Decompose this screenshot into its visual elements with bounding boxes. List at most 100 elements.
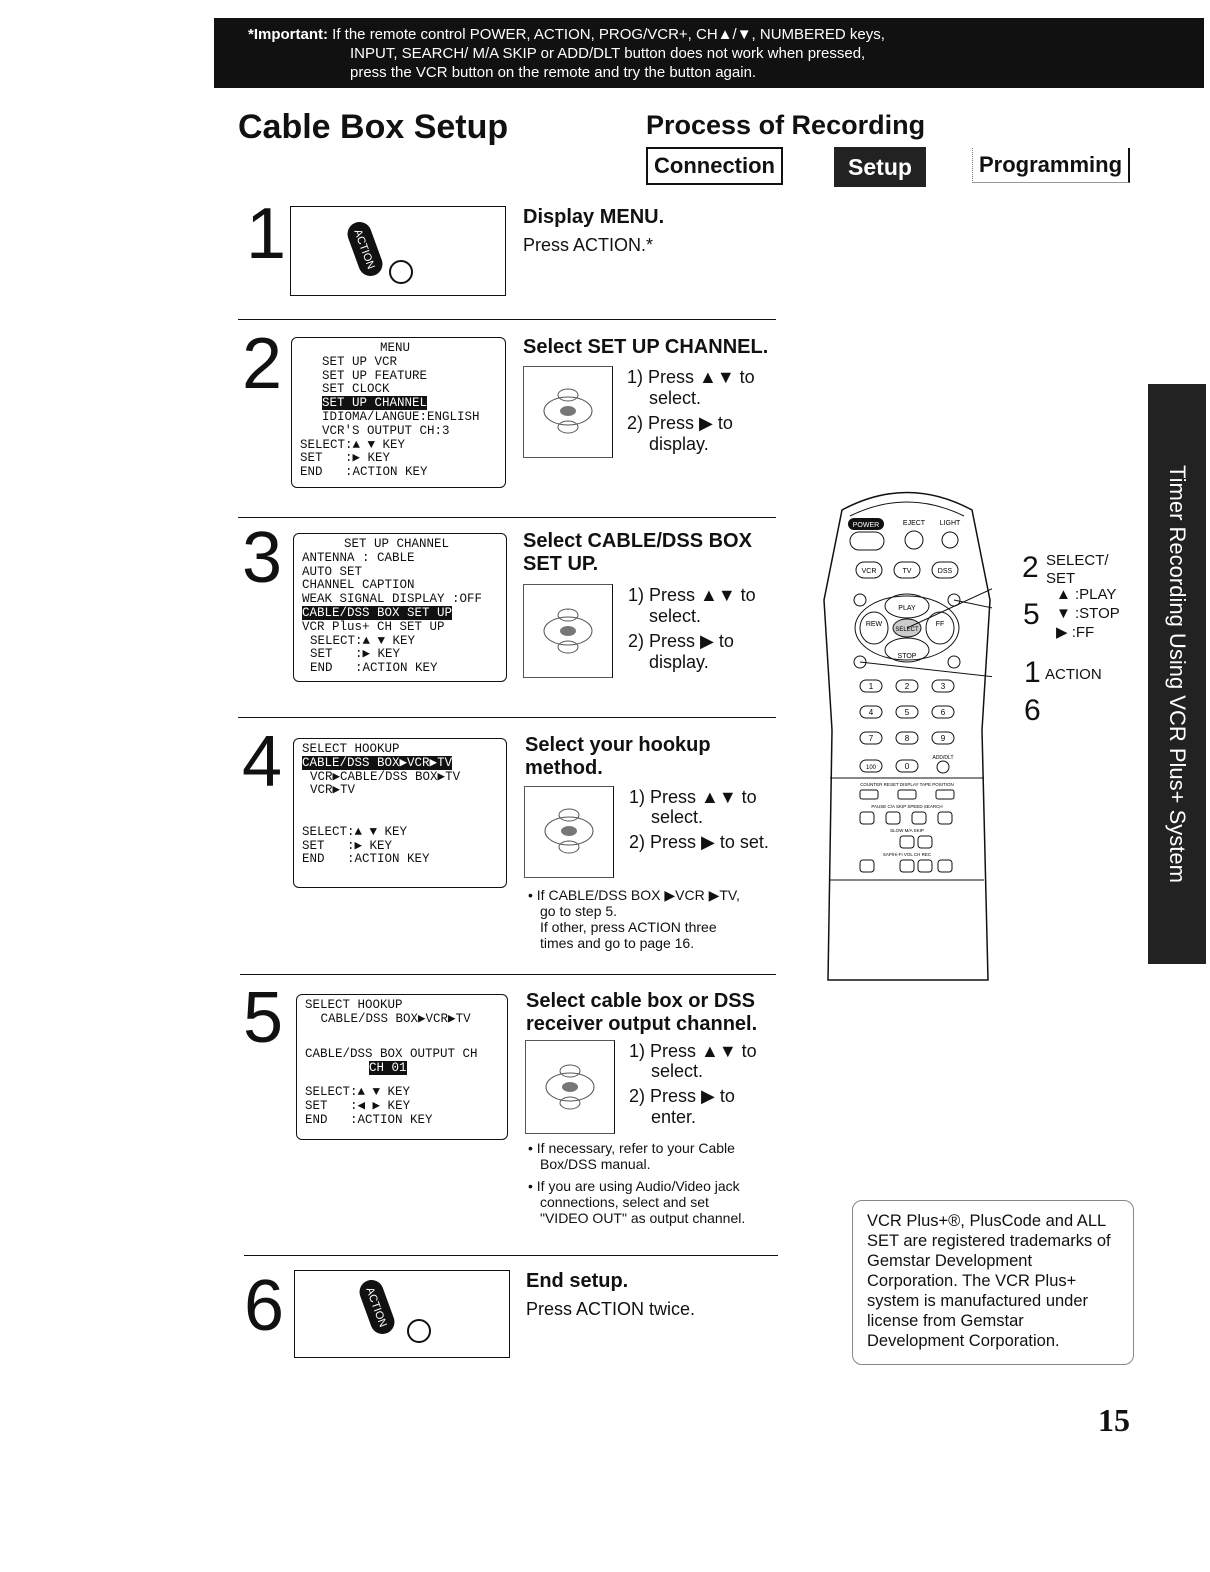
screen-line: SELECT:▲ ▼ KEY [300, 437, 406, 452]
step-2-dpad-icon [523, 366, 613, 458]
callout-1-text: ACTION [1045, 666, 1102, 683]
screen-line: SET CLOCK [322, 382, 390, 397]
step-4-instruction-2: 2) Press ▶ to set. [629, 832, 769, 852]
step-4-instruction-1b: select. [651, 807, 704, 827]
screen-line: SET UP CHANNEL [344, 537, 450, 551]
callout-5-play: ▲ :PLAY [1056, 586, 1117, 603]
remote-label-rew: REW [866, 621, 883, 628]
svg-text:4: 4 [869, 708, 874, 717]
step-2-number: 2 [242, 324, 283, 404]
step-5-number: 5 [243, 978, 284, 1058]
step-4-title-2: method. [525, 757, 603, 779]
banner-label: *Important: [248, 26, 328, 43]
remote-fn-labels-4: SAP/Hi-Fi VOL CH REC [883, 852, 932, 857]
step-5-dpad-icon [525, 1040, 615, 1134]
callout-2-text-2: SET [1046, 570, 1076, 587]
screen-line: SET UP VCR [322, 354, 398, 369]
important-banner: *Important: If the remote control POWER,… [214, 18, 1204, 88]
sidebar-label: Timer Recording Using VCR Plus+ System [1165, 465, 1190, 883]
callout-2-text: SELECT/ [1046, 552, 1109, 569]
remote-label-eject: EJECT [903, 520, 926, 527]
svg-text:100: 100 [866, 765, 877, 771]
step-6-title: End setup. [526, 1270, 629, 1292]
screen-line: CABLE/DSS BOX OUTPUT CH [305, 1047, 478, 1062]
screen-line: VCR'S OUTPUT CH:3 [322, 423, 450, 438]
svg-text:1: 1 [869, 682, 874, 691]
remote-label-select: SELECT [895, 627, 919, 633]
remote-label-play: PLAY [898, 605, 916, 612]
screen-line: VCR▶CABLE/DSS BOX▶TV [310, 769, 461, 784]
remote-label-ff: FF [936, 621, 945, 628]
process-heading: Process of Recording [646, 110, 926, 140]
screen-line: VCR▶TV [310, 783, 356, 798]
callout-1-number: 1 [1024, 656, 1041, 689]
step-4-number: 4 [242, 722, 283, 802]
svg-text:6: 6 [941, 708, 946, 717]
remote-label-dss: DSS [938, 568, 953, 575]
screen-line: SELECT:▲ ▼ KEY [310, 633, 416, 648]
screen-line: MENU [380, 341, 411, 355]
step-3-dpad-icon [523, 584, 613, 678]
step-5-note-5: "VIDEO OUT" as output channel. [540, 1210, 746, 1226]
step-4-note-2: go to step 5. [540, 903, 618, 919]
step-4-dpad-icon [524, 786, 614, 878]
step-6-illustration: ACTION [294, 1270, 510, 1358]
step-6-text: Press ACTION twice. [526, 1299, 696, 1319]
step-5-note-4: connections, select and set [540, 1194, 709, 1210]
action-button-icon: ACTION [359, 1279, 431, 1343]
divider [238, 319, 776, 320]
step-3-instruction-1: 1) Press ▲▼ to [628, 585, 756, 605]
trademark-notice: VCR Plus+®, PlusCode and ALL SET are reg… [852, 1200, 1134, 1365]
svg-text:2: 2 [905, 682, 910, 691]
step-5-instruction-1b: select. [651, 1061, 704, 1081]
step-3-title: Select CABLE/DSS BOX [523, 530, 752, 552]
callout-5-number: 5 [1023, 598, 1040, 631]
screen-line: SELECT HOOKUP [302, 742, 400, 756]
step-3-title-2: SET UP. [523, 553, 599, 575]
step-4-instruction-1: 1) Press ▲▼ to [629, 787, 757, 807]
screen-line: IDIOMA/LANGUE:ENGLISH [322, 409, 480, 424]
remote-label-light: LIGHT [940, 520, 961, 527]
step-4-note-4: times and go to page 16. [540, 935, 695, 951]
screen-line: CABLE/DSS BOX▶VCR▶TV [313, 1011, 471, 1026]
svg-text:0: 0 [905, 762, 910, 771]
screen-line: WEAK SIGNAL DISPLAY :OFF [302, 592, 483, 607]
screen-line: ANTENNA : CABLE [302, 550, 415, 565]
step-5-title-2: receiver output channel. [526, 1013, 758, 1035]
step-5-note-2: Box/DSS manual. [540, 1156, 651, 1172]
step-5-note-3: • If you are using Audio/Video jack [528, 1178, 740, 1194]
banner-line1: If the remote control POWER, ACTION, PRO… [328, 26, 885, 43]
svg-text:9: 9 [941, 734, 946, 743]
screen-line-highlighted: CABLE/DSS BOX SET UP [302, 605, 453, 620]
remote-label-power: POWER [853, 522, 879, 529]
screen-line: END :ACTION KEY [305, 1112, 433, 1127]
remote-fn-labels: COUNTER RESET DISPLAY TAPE POSITION [860, 782, 954, 787]
banner-line2: INPUT, SEARCH/ M/A SKIP or ADD/DLT butto… [350, 45, 866, 62]
step-5-note-1: • If necessary, refer to your Cable [528, 1140, 735, 1156]
screen-line-highlighted: CABLE/DSS BOX▶VCR▶TV [302, 755, 453, 770]
screen-line: VCR Plus+ CH SET UP [302, 619, 445, 634]
process-step-setup: Setup [834, 147, 926, 187]
step-1-text: Press ACTION.* [523, 235, 654, 255]
step-3-instruction-2b: display. [649, 652, 709, 672]
section-sidebar-tab: Timer Recording Using VCR Plus+ System [1148, 384, 1206, 964]
step-5-instruction-2b: enter. [651, 1107, 697, 1127]
screen-line: SELECT:▲ ▼ KEY [305, 1084, 411, 1099]
step-2-instruction-1b: select. [649, 388, 702, 408]
screen-line: CHANNEL CAPTION [302, 578, 415, 593]
process-step-programming: Programming [972, 148, 1131, 183]
callout-5-ff: ▶ :FF [1056, 624, 1095, 641]
divider [238, 517, 776, 518]
remote-number-keys: 1 2 3 4 5 6 7 8 9 100 0 ADD/DLT [859, 679, 955, 774]
screen-line: SET :▶ KEY [300, 451, 391, 466]
screen-line: END :ACTION KEY [310, 661, 438, 676]
step-2-instruction-1: 1) Press ▲▼ to [627, 367, 755, 387]
step-3-number: 3 [242, 518, 283, 598]
step-5-instruction-2: 2) Press ▶ to [629, 1086, 735, 1106]
screen-line: AUTO SET [302, 564, 363, 579]
step-2-title: Select SET UP CHANNEL. [523, 336, 769, 358]
svg-text:3: 3 [941, 682, 946, 691]
